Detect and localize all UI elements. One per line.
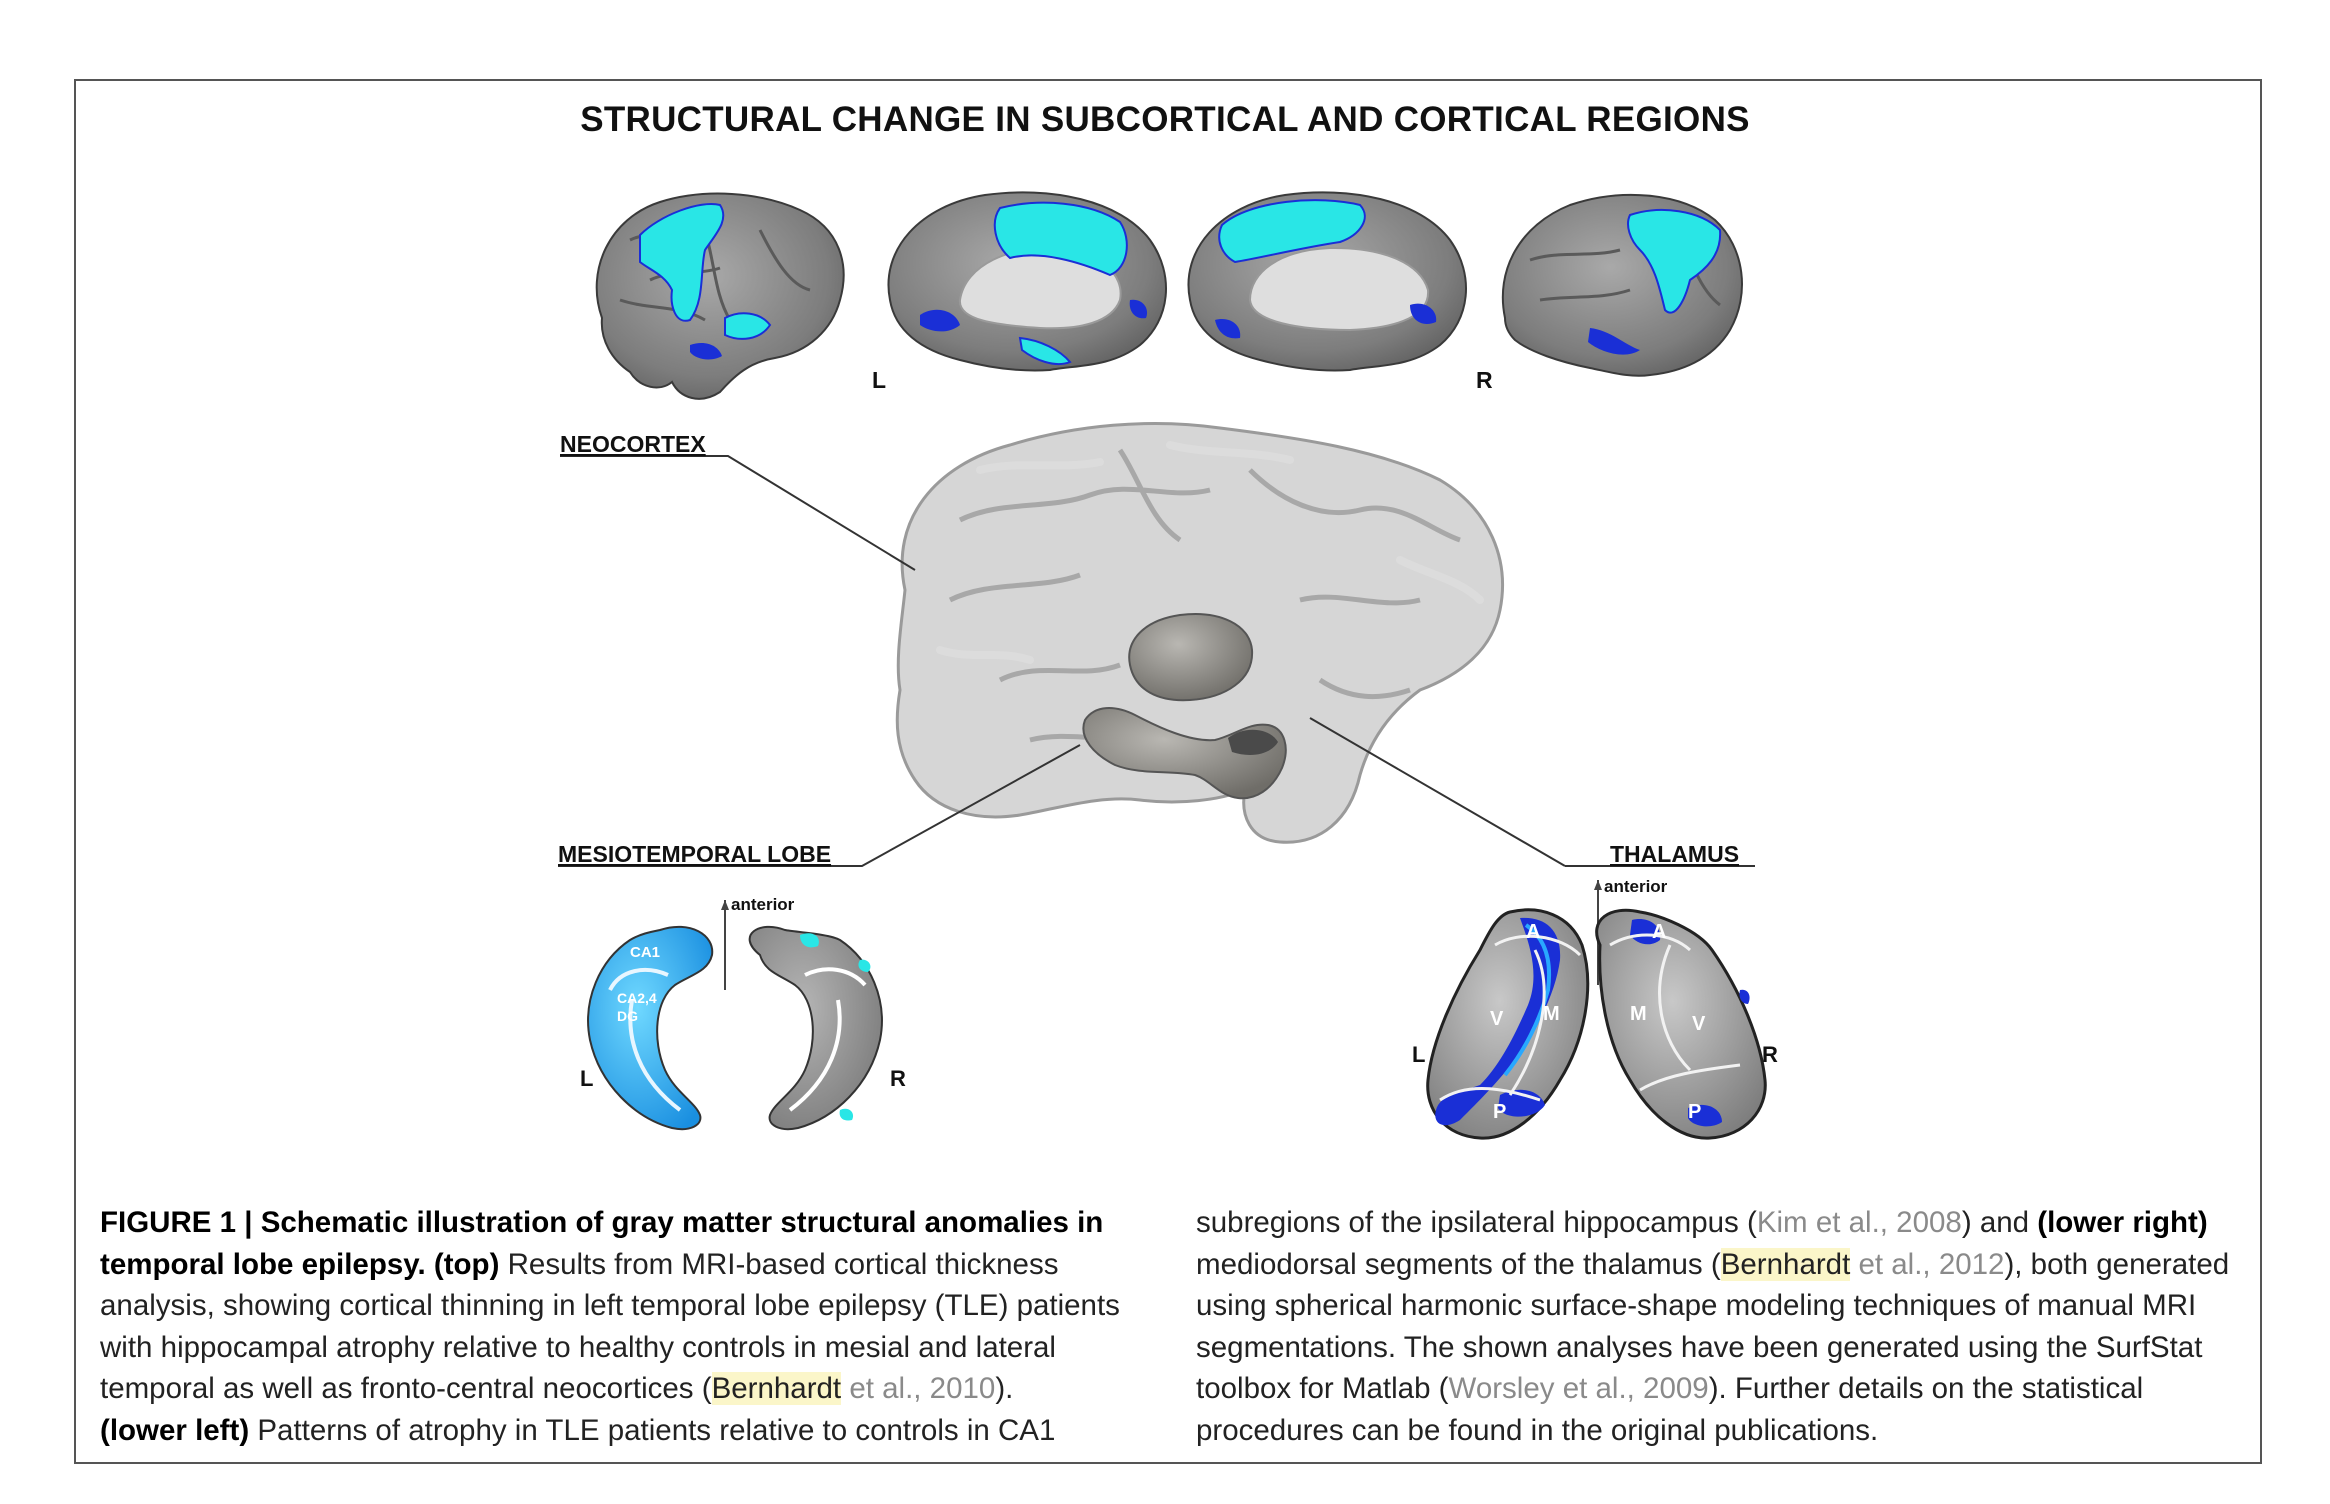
ref-bernhardt-2012-name[interactable]: Bernhardt — [1720, 1247, 1851, 1281]
brain-medial-right-icon — [1187, 191, 1467, 372]
thal-left-label: L — [1412, 1042, 1425, 1067]
caption-right-text-3: mediodorsal segments of the thalamus ( — [1196, 1247, 1721, 1281]
ref-bernhardt-2010-name[interactable]: Bernhardt — [711, 1372, 842, 1405]
hippo-anterior-label: anterior — [731, 895, 795, 914]
caption-lower-left-tag: (lower left) — [100, 1413, 250, 1447]
brain-lateral-right-icon — [1501, 193, 1743, 377]
dg-label: DG — [617, 1008, 638, 1024]
ref-bernhardt-2012-rest[interactable]: et al., 2012 — [1850, 1247, 2005, 1281]
ref-worsley-2009[interactable]: Worsley et al., 2009 — [1448, 1372, 1709, 1405]
hemi-right-label: R — [1476, 367, 1493, 393]
figure-frame — [74, 79, 2262, 1464]
thal-anterior-label: anterior — [1604, 877, 1668, 896]
caption-right-text-2: ) and — [1961, 1206, 2038, 1239]
hippo-left-label: L — [580, 1066, 593, 1091]
caption-lower-right-tag: (lower right) — [2037, 1206, 2208, 1239]
thal-a-right-label: A — [1652, 921, 1666, 943]
thalamus-icon: anterior A M V P L A M V P R — [1412, 877, 1778, 1140]
thal-m-left-label: M — [1543, 1003, 1560, 1025]
brain-lateral-left-icon — [595, 192, 845, 400]
thal-v-right-label: V — [1692, 1013, 1706, 1035]
caption-right-text-1: subregions of the ipsilateral hippocampu… — [1196, 1206, 1757, 1239]
ca1-label: CA1 — [630, 944, 660, 961]
ca24-label: CA2,4 — [617, 990, 657, 1006]
thal-p-right-label: P — [1688, 1101, 1701, 1123]
caption-left-text-1: Results from MRI-based cortical thicknes… — [100, 1247, 1120, 1406]
caption-left-text-3: Patterns of atrophy in TLE patients rela… — [257, 1413, 1056, 1447]
caption-left-column: FIGURE 1 | Schematic illustration of gra… — [100, 1202, 1150, 1451]
mesiotemporal-label: MESIOTEMPORAL LOBE — [558, 841, 831, 867]
thalamus-label: THALAMUS — [1610, 841, 1739, 867]
hemi-left-label: L — [872, 367, 886, 393]
hippocampus-structure-3d — [1082, 707, 1287, 800]
caption-right-column: subregions of the ipsilateral hippocampu… — [1196, 1202, 2248, 1451]
thal-right-label: R — [1762, 1042, 1778, 1067]
caption-right-text-4: ), both generated using spherical harmon… — [1196, 1247, 2230, 1406]
figure-caption-label: FIGURE 1 | Schematic illustration of gra… — [100, 1206, 1104, 1281]
thal-a-left-label: A — [1526, 921, 1540, 943]
brain-medial-left-icon — [887, 191, 1167, 372]
hippocampus-icon: anterior CA1 CA2,4 DG L R — [580, 895, 906, 1131]
hippo-right-label: R — [890, 1066, 906, 1091]
neocortex-label: NEOCORTEX — [560, 431, 706, 457]
caption-right-text-5: ). Further details on the statistical pr… — [1196, 1372, 2144, 1447]
caption-left-text-2: ). — [995, 1372, 1014, 1405]
thal-v-left-label: V — [1490, 1008, 1504, 1030]
ref-bernhardt-2010-rest[interactable]: et al., 2010 — [841, 1372, 996, 1405]
figure-title: STRUCTURAL CHANGE IN SUBCORTICAL AND COR… — [580, 100, 1750, 139]
thal-p-left-label: P — [1493, 1101, 1506, 1123]
leader-lines — [558, 455, 1755, 867]
ref-kim-2008[interactable]: Kim et al., 2008 — [1756, 1206, 1962, 1239]
thal-m-right-label: M — [1630, 1003, 1647, 1025]
caption-top-tag: (top) — [433, 1247, 500, 1281]
thalamus-structure-3d — [1128, 613, 1254, 702]
